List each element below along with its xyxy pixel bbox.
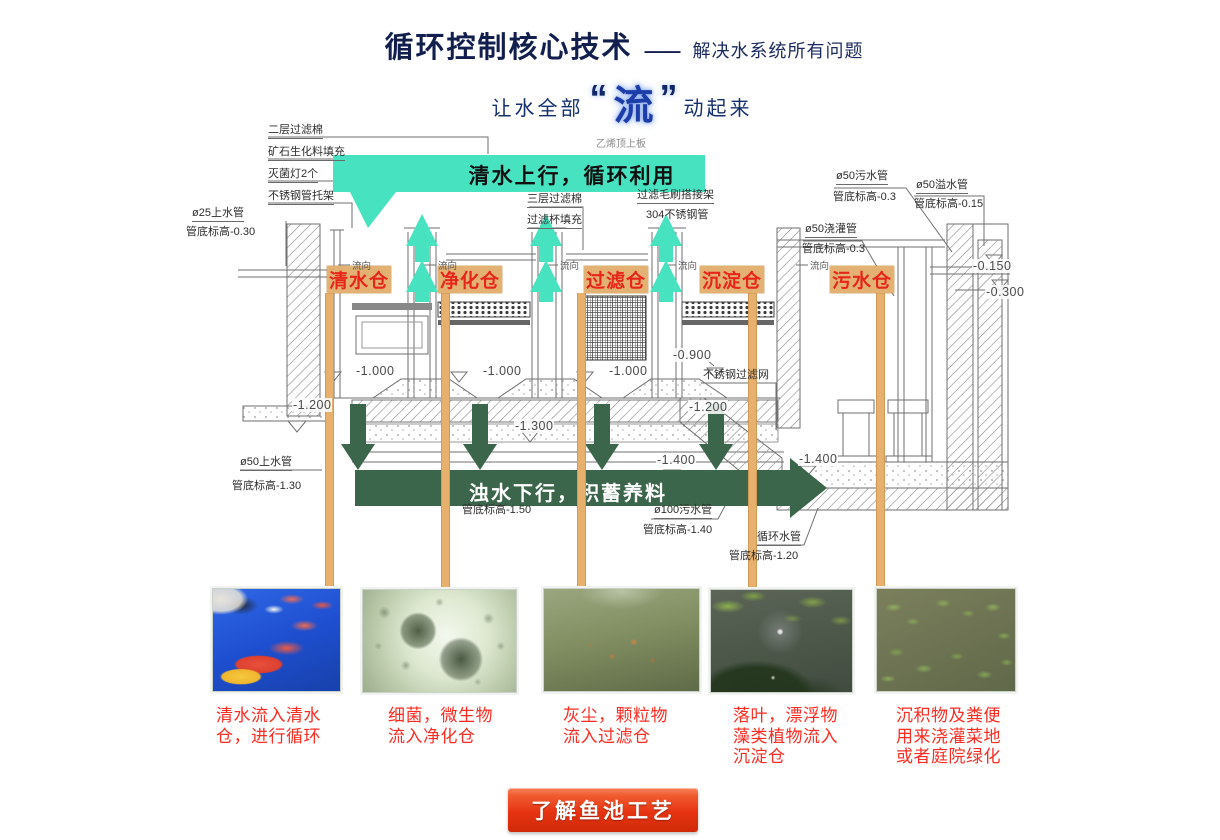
page-title: 循环控制核心技术 xyxy=(384,32,633,64)
cad-annotation: 管底标高-1.20 xyxy=(729,550,799,562)
cad-annotation: 管底标高-1.40 xyxy=(643,524,713,536)
photo-sediment-water xyxy=(876,588,1016,692)
down-flow-banner-arrow xyxy=(341,404,827,518)
cad-elevation: -1.000 xyxy=(482,364,523,379)
cad-annotation: 管底标高-0.3 xyxy=(802,243,865,255)
cad-annotation: 过滤杯填充 xyxy=(527,214,582,229)
cad-annotation: ø50浇灌管 xyxy=(805,223,857,238)
pipe-connector-purify xyxy=(441,293,450,589)
cad-annotation: 管底标高-0.3 xyxy=(833,191,896,203)
chamber-label-sewage: 污水仓 xyxy=(830,266,894,293)
cad-elevation: -0.300 xyxy=(985,285,1026,300)
flow-direction-label: 流向 xyxy=(560,261,580,272)
flow-direction-label: 流向 xyxy=(810,261,830,272)
cad-annotation: 乙烯顶上板 xyxy=(596,139,646,150)
cad-annotation: 管底标高-0.30 xyxy=(186,226,256,238)
photo-leaves-floating-matter xyxy=(710,589,853,693)
up-flow-banner-arrow xyxy=(333,155,705,302)
pipe-connector-clean xyxy=(325,293,334,589)
photo-caption-leaves: 落叶，漂浮物 藻类植物流入 沉淀仓 xyxy=(733,706,838,767)
cad-annotation: 不锈钢过滤网 xyxy=(703,369,769,381)
chamber-label-purification: 净化仓 xyxy=(438,266,502,293)
cad-annotation: 不锈钢管托架 xyxy=(268,190,334,205)
tagline-pre: 让水全部 xyxy=(491,97,584,120)
page-subtitle: 解决水系统所有问题 xyxy=(692,41,864,61)
photo-caption-clean-water: 清水流入清水 仓，进行循环 xyxy=(216,706,321,746)
title-dash: —— xyxy=(644,41,681,61)
tagline: 让水全部 “ 流 ” 动起来 xyxy=(491,77,753,128)
cad-linework xyxy=(238,136,1010,546)
photo-caption-sediment: 沉积物及粪便 用来浇灌菜地 或者庭院绿化 xyxy=(896,706,1001,767)
cad-elevation: -0.900 xyxy=(672,348,713,363)
cad-annotation: ø100污水管 xyxy=(654,504,713,519)
cad-elevation: -0.150 xyxy=(972,259,1013,274)
photo-koi-clean-water xyxy=(212,588,341,692)
cad-elevation: -1.400 xyxy=(656,453,697,468)
cad-elevation: -1.300 xyxy=(514,419,555,434)
up-flow-banner-label: 清水上行，循环利用 xyxy=(468,165,676,188)
cad-elevation: -1.200 xyxy=(688,400,729,415)
flow-direction-label: 流向 xyxy=(352,261,372,272)
cad-elevation: -1.400 xyxy=(798,452,839,467)
pipe-connector-sewage xyxy=(876,293,885,589)
flow-direction-label: 流向 xyxy=(678,261,698,272)
cad-annotation: ø50溢水管 xyxy=(916,179,968,194)
down-flow-banner-label: 浊水下行，积蓄养料 xyxy=(469,483,667,505)
pipe-connector-sediment xyxy=(748,293,757,589)
photo-caption-bacteria: 细菌，微生物 流入净化仓 xyxy=(388,706,493,746)
photo-bacteria-microbes xyxy=(362,589,517,693)
tagline-highlight-char: 流 xyxy=(613,84,654,128)
photo-dust-particles-water xyxy=(543,588,700,692)
tagline-post: 动起来 xyxy=(683,97,753,120)
cad-elevation: -1.000 xyxy=(355,364,396,379)
flow-direction-label: 流向 xyxy=(438,261,458,272)
cad-annotation: 循环水管 xyxy=(757,531,801,546)
learn-fishpond-craft-button[interactable]: 了解鱼池工艺 xyxy=(508,788,698,832)
cad-elevation: -1.000 xyxy=(608,364,649,379)
header: 循环控制核心技术 —— 解决水系统所有问题 xyxy=(14,24,1220,66)
cad-annotation: 过滤毛刷搭接架 xyxy=(637,189,714,204)
cad-annotation: 二层过滤棉 xyxy=(268,124,323,139)
cad-annotation: 304不锈钢管 xyxy=(646,209,709,221)
cad-annotation: ø50上水管 xyxy=(240,456,292,471)
cad-annotation: 管底标高-1.30 xyxy=(232,480,302,492)
cad-annotation: ø25上水管 xyxy=(192,207,244,222)
cad-elevation: -1.200 xyxy=(292,398,333,413)
cad-annotation: 矿石生化料填充 xyxy=(268,146,345,161)
chamber-label-filter: 过滤仓 xyxy=(584,266,648,293)
cad-annotation: 三层过滤棉 xyxy=(527,193,582,208)
chamber-label-clean-water: 清水仓 xyxy=(327,266,391,293)
photo-caption-dust: 灰尘，颗粒物 流入过滤仓 xyxy=(563,706,668,746)
cad-annotation: 管底标高-0.15 xyxy=(914,198,984,210)
pipe-connector-filter xyxy=(577,293,586,589)
cad-annotation: ø50污水管 xyxy=(836,170,888,185)
cad-annotation: 管底标高-1.50 xyxy=(462,504,532,516)
cad-annotation: 灭菌灯2个 xyxy=(268,168,319,183)
chamber-label-sedimentation: 沉淀仓 xyxy=(700,266,764,293)
